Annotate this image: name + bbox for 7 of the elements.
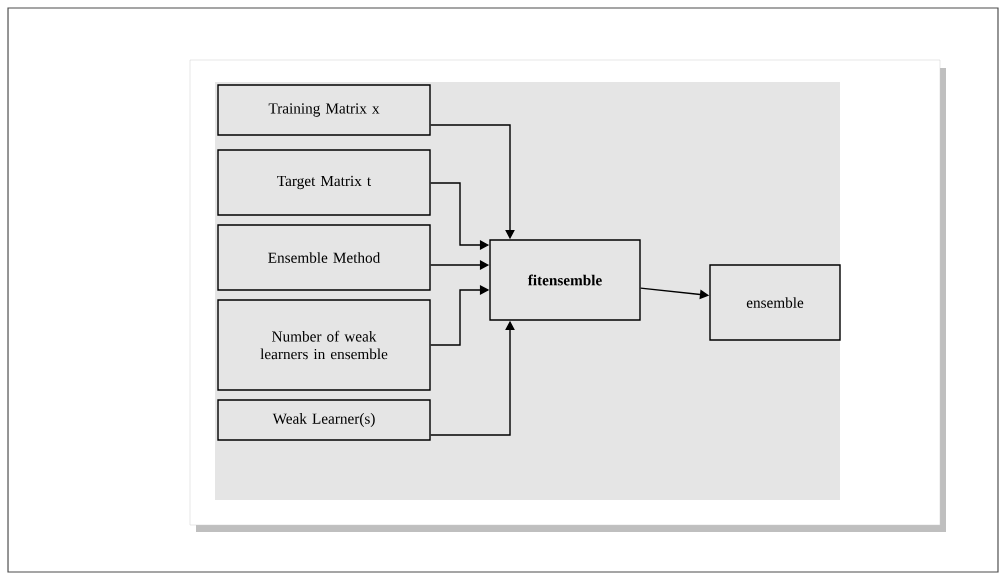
input-box: Number of weak learners in ensemble [217,299,431,391]
output-box: ensemble [709,264,841,341]
input-box: Ensemble Method [217,224,431,291]
input-box: Target Matrix t [217,149,431,216]
input-box: Weak Learner(s) [217,399,431,441]
function-box: fitensemble [489,239,641,321]
input-box: Training Matrix x [217,84,431,136]
